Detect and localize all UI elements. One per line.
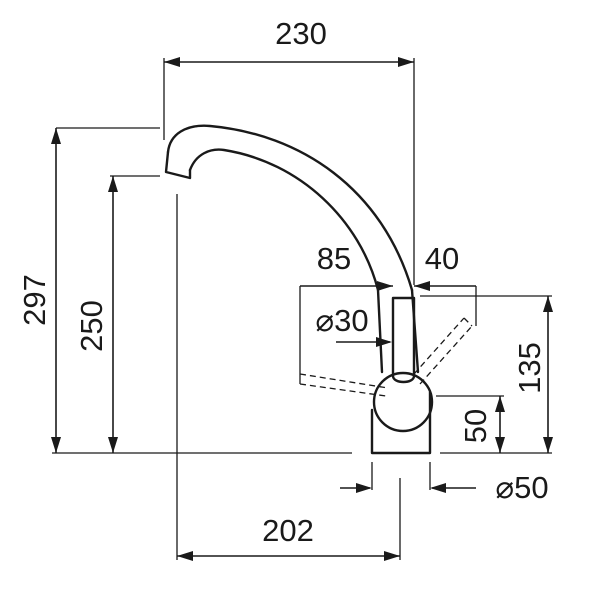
extension-lines: [52, 58, 552, 560]
dim-50-height: 50: [458, 409, 493, 443]
spout-nozzle: [164, 150, 192, 180]
spout-neck-right: [410, 288, 420, 374]
dim-40: 40: [425, 241, 459, 276]
lever-swing-left: [299, 373, 389, 397]
dim-202: 202: [262, 513, 314, 548]
faucet-outline: [164, 124, 434, 455]
spout-outer: [166, 124, 414, 292]
dim-diameter-30: ⌀30: [315, 303, 368, 338]
dim-230: 230: [275, 16, 327, 51]
lever-swing-right: [413, 317, 473, 385]
dim-135: 135: [512, 342, 547, 394]
base-body: [370, 390, 432, 455]
lever-swing-dashed: [299, 317, 473, 397]
spout-inner: [188, 148, 380, 292]
lever-ball: [372, 371, 434, 433]
dim-250: 250: [74, 300, 109, 352]
lever-handle: [391, 296, 416, 384]
dimension-labels: 230 297 250 85 40 ⌀30 135 50 ⌀50 202: [17, 16, 549, 548]
dim-297: 297: [17, 274, 52, 326]
dim-85: 85: [317, 241, 351, 276]
dimension-lines: [51, 57, 553, 561]
dim-diameter-50: ⌀50: [495, 470, 548, 505]
spout-neck: [376, 288, 384, 374]
